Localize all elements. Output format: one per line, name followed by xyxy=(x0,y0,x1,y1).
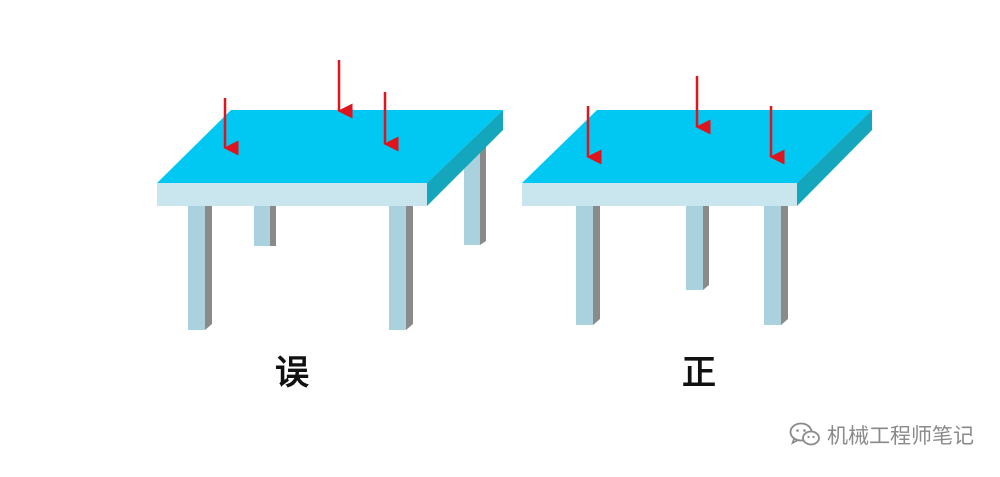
table-correct-front-leg-left xyxy=(576,206,600,325)
table-wrong-top xyxy=(157,110,503,183)
table-wrong-front-leg-left xyxy=(188,206,212,330)
table-correct-front-leg-right xyxy=(764,206,788,325)
table-wrong-top-front xyxy=(157,183,427,206)
table-wrong-front-leg-right xyxy=(389,206,413,330)
table-wrong-back-leg-right xyxy=(464,146,486,245)
table-wrong-top-side xyxy=(427,110,503,206)
table-correct-top xyxy=(522,110,872,183)
table-correct-top-front xyxy=(522,183,797,206)
table-correct xyxy=(522,76,872,325)
watermark: 机械工程师笔记 xyxy=(789,420,974,450)
table-correct-top-side xyxy=(797,110,872,206)
table-wrong-back-leg-left xyxy=(254,206,276,246)
table-correct-back-leg xyxy=(686,206,709,290)
caption-correct: 正 xyxy=(682,353,716,393)
wechat-icon xyxy=(789,422,820,446)
table-wrong xyxy=(157,60,503,330)
caption-wrong: 误 xyxy=(275,353,309,393)
watermark-text: 机械工程师笔记 xyxy=(827,424,974,448)
